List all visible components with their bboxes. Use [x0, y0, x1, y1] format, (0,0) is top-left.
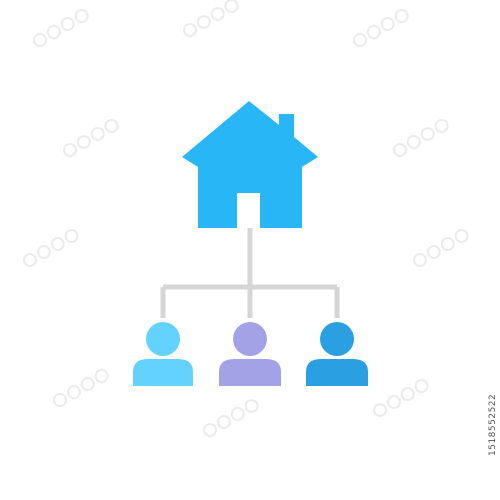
person-icon [306, 322, 368, 386]
person-icon [133, 322, 193, 386]
person-body [306, 359, 368, 386]
stock-image-id: 1518552522 [488, 393, 498, 457]
person-head [320, 322, 354, 356]
person-body [219, 359, 281, 386]
house-icon [182, 101, 318, 228]
person-head [233, 322, 267, 356]
house-door [237, 193, 260, 228]
person-body [133, 359, 193, 386]
person-icon [219, 322, 281, 386]
person-head [146, 322, 180, 356]
connector-lines [160, 228, 340, 318]
